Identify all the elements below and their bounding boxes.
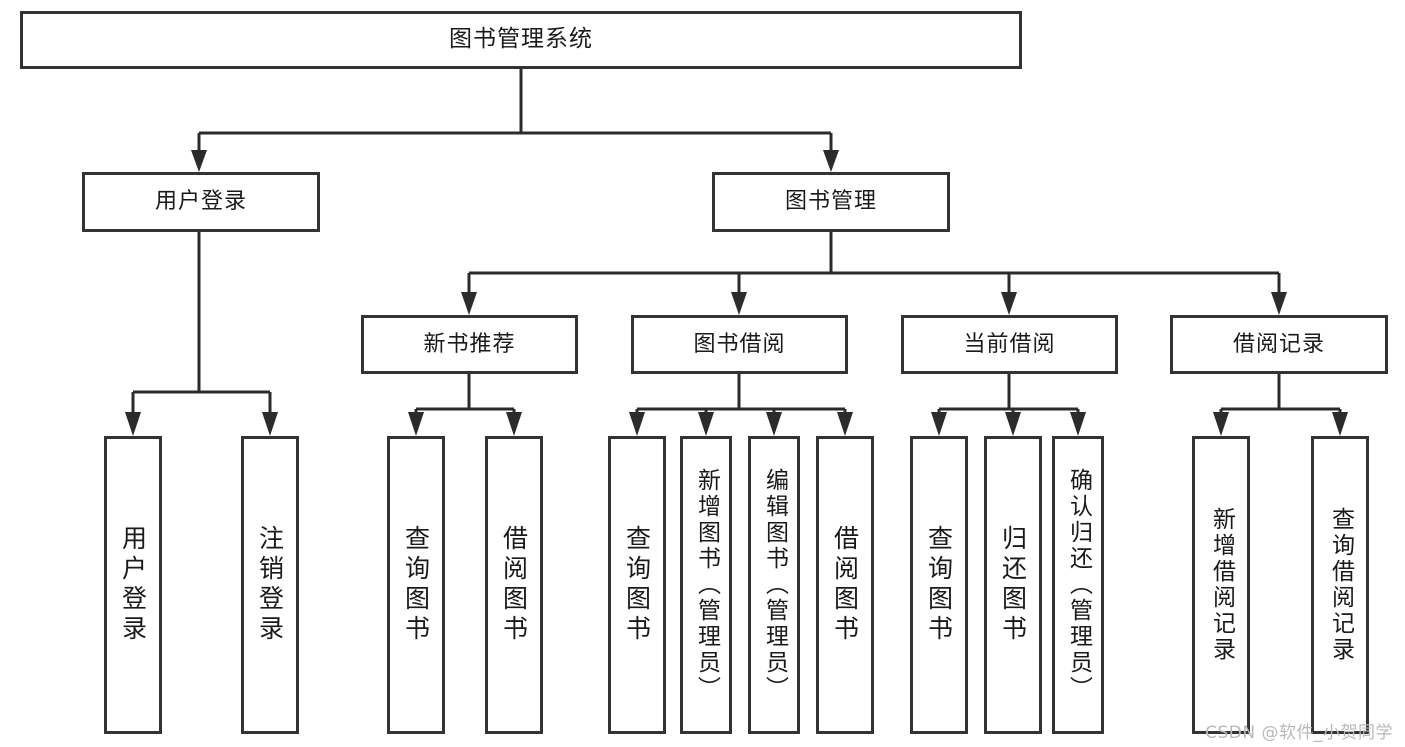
arrow-leaf-query-book-2 [629, 412, 645, 436]
node-leaf-add-borrow-record-label: 新增借阅记录 [1208, 507, 1235, 663]
node-leaf-query-book-1-label: 查询图书 [401, 525, 431, 645]
node-leaf-borrow-book-2[interactable]: 借阅图书 [816, 436, 874, 734]
node-borrow-record[interactable]: 借阅记录 [1170, 315, 1388, 374]
node-new-book-recommend[interactable]: 新书推荐 [361, 315, 578, 374]
node-leaf-logout-label: 注销登录 [255, 525, 285, 645]
arrow-book-borrow [731, 292, 747, 315]
arrow-user-login [191, 150, 207, 172]
node-leaf-borrow-book-1-label: 借阅图书 [499, 525, 529, 645]
node-leaf-edit-book-admin[interactable]: 编辑图书（管理员） [748, 436, 800, 734]
arrow-leaf-logout [262, 412, 278, 436]
node-leaf-add-borrow-record[interactable]: 新增借阅记录 [1192, 436, 1250, 734]
node-leaf-query-book-2-label: 查询图书 [622, 525, 652, 645]
node-leaf-borrow-book-2-label: 借阅图书 [830, 525, 860, 645]
node-book-manage[interactable]: 图书管理 [712, 172, 950, 232]
node-leaf-return-book[interactable]: 归还图书 [984, 436, 1042, 734]
node-leaf-query-borrow-record[interactable]: 查询借阅记录 [1311, 436, 1369, 734]
node-leaf-user-login-label: 用户登录 [118, 525, 148, 645]
arrow-book-manage [823, 150, 839, 172]
node-root-system-label: 图书管理系统 [449, 26, 593, 53]
node-book-manage-label: 图书管理 [784, 189, 877, 215]
arrow-leaf-borrow-book-2 [837, 412, 853, 436]
node-leaf-return-book-label: 归还图书 [998, 525, 1028, 645]
arrow-current-borrow [1001, 292, 1017, 315]
node-leaf-add-book-admin[interactable]: 新增图书（管理员） [680, 436, 732, 734]
node-leaf-confirm-return[interactable]: 确认归还（管理员） [1052, 436, 1104, 734]
node-current-borrow-label: 当前借阅 [963, 331, 1056, 357]
node-leaf-query-book-2[interactable]: 查询图书 [608, 436, 666, 734]
arrow-leaf-query-borrow-rec [1332, 412, 1348, 436]
csdn-watermark: CSDN @软件_小贺同学 [1205, 723, 1393, 743]
arrow-leaf-edit-book [766, 412, 782, 436]
node-leaf-user-login[interactable]: 用户登录 [104, 436, 162, 734]
node-user-login[interactable]: 用户登录 [82, 172, 320, 232]
node-root-system[interactable]: 图书管理系统 [20, 11, 1022, 69]
node-book-borrow[interactable]: 图书借阅 [631, 315, 848, 374]
arrow-leaf-query-book-3 [931, 412, 947, 436]
node-leaf-edit-book-admin-label: 编辑图书（管理员） [761, 468, 788, 702]
arrow-leaf-query-book-1 [408, 412, 424, 436]
arrow-leaf-confirm-return [1070, 412, 1086, 436]
node-leaf-logout[interactable]: 注销登录 [241, 436, 299, 734]
node-leaf-borrow-book-1[interactable]: 借阅图书 [485, 436, 543, 734]
node-leaf-confirm-return-label: 确认归还（管理员） [1065, 468, 1092, 702]
arrow-leaf-return-book [1005, 412, 1021, 436]
node-book-borrow-label: 图书借阅 [693, 331, 786, 357]
arrow-new-book [461, 292, 477, 315]
node-leaf-add-book-admin-label: 新增图书（管理员） [693, 468, 720, 702]
node-leaf-query-book-3-label: 查询图书 [924, 525, 954, 645]
node-current-borrow[interactable]: 当前借阅 [901, 315, 1118, 374]
arrow-leaf-add-borrow-rec [1213, 412, 1229, 436]
node-user-login-label: 用户登录 [154, 189, 247, 215]
arrow-borrow-record [1271, 292, 1287, 315]
arrow-leaf-add-book [698, 412, 714, 436]
arrow-leaf-user-login [125, 412, 141, 436]
node-new-book-recommend-label: 新书推荐 [423, 331, 516, 357]
node-borrow-record-label: 借阅记录 [1232, 331, 1325, 357]
node-leaf-query-borrow-record-label: 查询借阅记录 [1327, 507, 1354, 663]
node-leaf-query-book-3[interactable]: 查询图书 [910, 436, 968, 734]
arrow-leaf-borrow-book-1 [506, 412, 522, 436]
node-leaf-query-book-1[interactable]: 查询图书 [387, 436, 445, 734]
